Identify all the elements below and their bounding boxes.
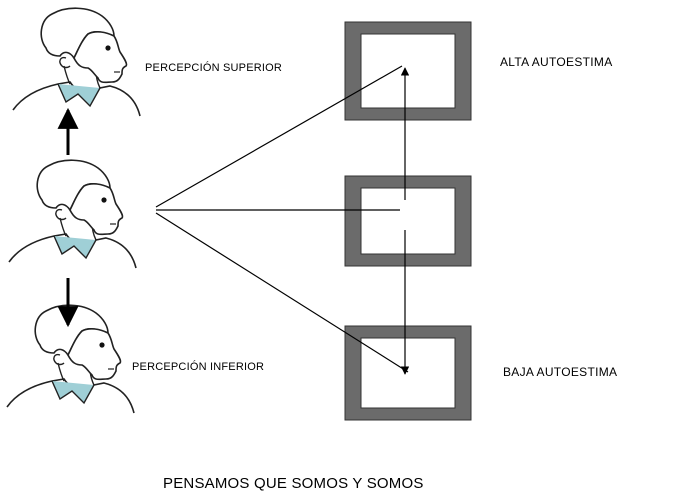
frame-bottom [344,325,472,421]
frame-top [344,21,472,121]
caption: PENSAMOS QUE SOMOS Y SOMOS [163,475,424,492]
label-perception-superior: PERCEPCIÓN SUPERIOR [145,61,282,74]
person-head-icon [6,304,135,414]
person-head-icon [8,159,137,269]
line-to-high [155,65,403,208]
label-high-self-esteem: ALTA AUTOESTIMA [500,55,613,69]
line-to-low [155,212,409,373]
label-perception-inferior: PERCEPCIÓN INFERIOR [132,360,264,373]
label-low-self-esteem: BAJA AUTOESTIMA [503,365,617,379]
person-head-icon [12,7,141,117]
frame-middle [344,175,472,267]
